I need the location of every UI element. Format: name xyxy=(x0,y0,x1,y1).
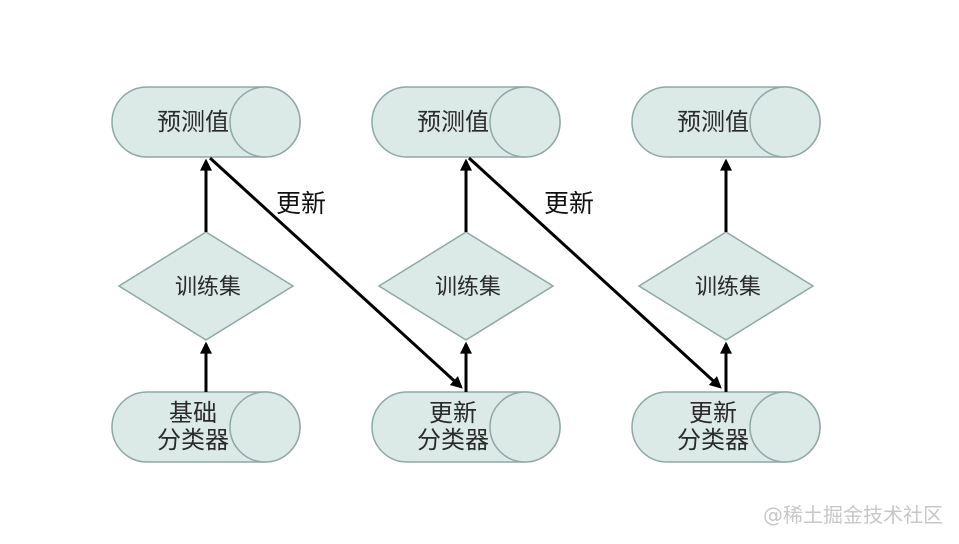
node-label-updated-classifier-2-line1: 更新 xyxy=(429,399,477,427)
node-training-set-1: 训练集 xyxy=(117,231,295,341)
node-label-updated-classifier-2-line2: 分类器 xyxy=(417,426,489,454)
node-label-updated-classifier-3-line1: 更新 xyxy=(689,399,737,427)
node-label-base-classifier-1-line1: 基础 xyxy=(169,399,217,427)
node-training-set-3: 训练集 xyxy=(637,231,815,341)
watermark-text: @稀土掘金技术社区 xyxy=(763,503,943,527)
node-label-training-set-1: 训练集 xyxy=(175,275,241,300)
node-label-updated-classifier-3-line2: 分类器 xyxy=(677,426,749,454)
arrow-update-2-to-3 xyxy=(467,156,722,389)
node-predicted-value-2: 预测值 xyxy=(371,86,561,158)
node-base-classifier-1: 基础 分类器 xyxy=(111,391,301,463)
node-label-training-set-3: 训练集 xyxy=(695,275,761,300)
node-predicted-value-3: 预测值 xyxy=(631,86,821,158)
update-edge-label-1: 更新 xyxy=(276,189,326,218)
arrow-update-1-to-2 xyxy=(208,156,463,389)
node-updated-classifier-2: 更新 分类器 xyxy=(371,391,561,463)
node-label-predicted-value-2: 预测值 xyxy=(417,108,489,136)
column-2: 预测值 训练集 更新 分类器 xyxy=(371,86,561,463)
diamond-shape xyxy=(377,231,555,341)
cylinder-end-cap xyxy=(489,391,561,463)
node-label-training-set-2: 训练集 xyxy=(435,275,501,300)
node-label-predicted-value-3: 预测值 xyxy=(677,108,749,136)
cylinder-end-cap xyxy=(229,391,301,463)
node-updated-classifier-3: 更新 分类器 xyxy=(631,391,821,463)
cylinder-end-cap xyxy=(229,86,301,158)
node-label-base-classifier-1-line2: 分类器 xyxy=(157,426,229,454)
column-3: 预测值 训练集 更新 分类器 xyxy=(631,86,821,463)
node-training-set-2: 训练集 xyxy=(377,231,555,341)
column-1: 预测值 训练集 基础 分类器 xyxy=(111,86,301,463)
node-predicted-value-1: 预测值 xyxy=(111,86,301,158)
cylinder-end-cap xyxy=(749,391,821,463)
update-edge-label-2: 更新 xyxy=(544,189,594,218)
cylinder-end-cap xyxy=(489,86,561,158)
cylinder-end-cap xyxy=(749,86,821,158)
node-label-predicted-value-1: 预测值 xyxy=(157,108,229,136)
diamond-shape xyxy=(117,231,295,341)
diamond-shape xyxy=(637,231,815,341)
